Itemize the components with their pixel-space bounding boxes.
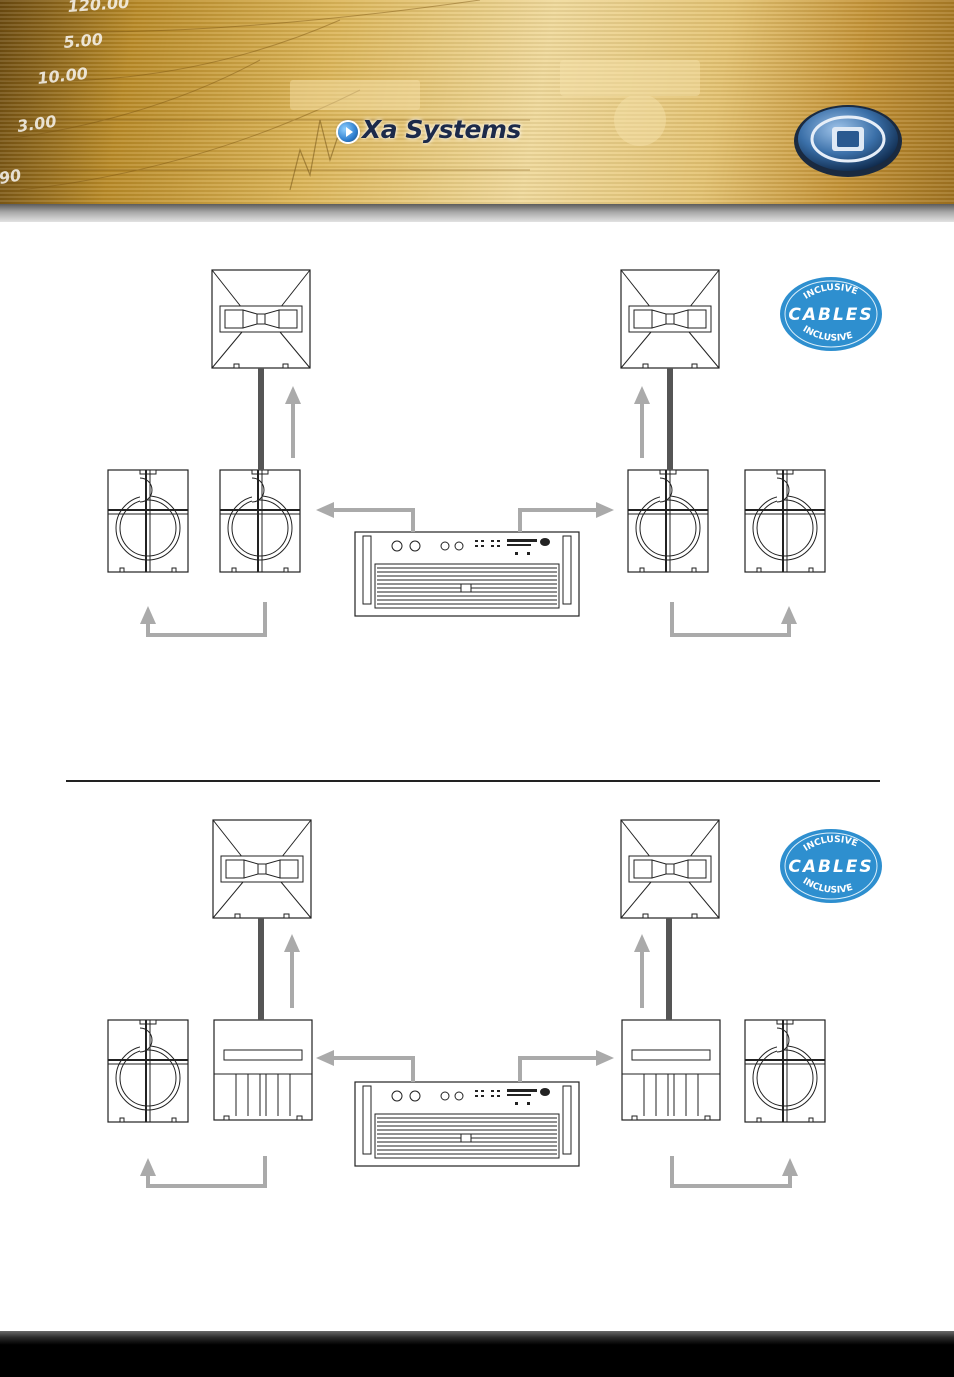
system-diagram-2: INCLUSIVE CABLES INCLUSIVE	[0, 790, 954, 1230]
arrow-outer-right-2	[782, 1158, 798, 1176]
subwoofer-outer-left	[107, 469, 189, 573]
arrow-to-right-sub	[596, 502, 614, 518]
arrow-up-right	[634, 386, 650, 404]
bass-cabinet-right	[621, 1019, 721, 1121]
badge-middle-text-2: CABLES	[788, 857, 873, 877]
subwoofer-inner-left	[219, 469, 301, 573]
brand-logo-icon	[794, 105, 902, 177]
arrow-outer-left	[140, 606, 156, 624]
arrow-outer-right	[781, 606, 797, 624]
subwoofer-outer-right-2	[744, 1019, 826, 1123]
amplifier-2	[354, 1081, 580, 1167]
amplifier	[354, 531, 580, 617]
page-header: 120.00 5.00 10.00 3.00 90 Xa Systems	[0, 0, 954, 222]
header-stripes	[0, 0, 954, 222]
diagram-2-drawing	[107, 819, 826, 1188]
bg-number-2: 5.00	[63, 30, 104, 52]
cables-inclusive-badge-1: INCLUSIVE CABLES INCLUSIVE	[778, 275, 884, 353]
bass-cabinet-left	[213, 1019, 313, 1121]
header-rule	[0, 204, 954, 222]
arrow-outer-left-2	[140, 1158, 156, 1176]
badge-middle-text: CABLES	[788, 305, 873, 325]
top-horn-speaker-left	[211, 269, 311, 369]
header-graph-decoration: 120.00 5.00 10.00 3.00 90	[0, 0, 700, 191]
arrow-up-right-2	[634, 934, 650, 952]
subwoofer-outer-right	[744, 469, 826, 573]
diagram-1-drawing	[107, 269, 826, 637]
section-divider	[66, 780, 880, 782]
cables-inclusive-badge-2: INCLUSIVE CABLES INCLUSIVE	[778, 827, 884, 905]
system-diagram-1: INCLUSIVE CABLES INCLUSIVE	[0, 240, 954, 680]
arrow-up-left-2	[284, 934, 300, 952]
arrow-to-right-cab	[596, 1050, 614, 1066]
arrow-to-left-sub	[316, 502, 334, 518]
page-footer-bar	[0, 1331, 954, 1377]
bg-number-3: 10.00	[36, 64, 88, 88]
arrow-up-left	[285, 386, 301, 404]
bg-number-5: 90	[0, 165, 23, 188]
subwoofer-inner-right	[627, 469, 709, 573]
play-circle-icon	[338, 122, 358, 142]
top-horn-speaker-right-2	[620, 819, 720, 919]
arrow-to-left-cab	[316, 1050, 334, 1066]
subwoofer-outer-left-2	[107, 1019, 189, 1123]
top-horn-speaker-right	[620, 269, 720, 369]
bg-number-4: 3.00	[16, 112, 58, 136]
bg-number-1: 120.00	[67, 0, 130, 16]
page-title: Xa Systems	[362, 115, 521, 144]
top-horn-speaker-left-2	[212, 819, 312, 919]
